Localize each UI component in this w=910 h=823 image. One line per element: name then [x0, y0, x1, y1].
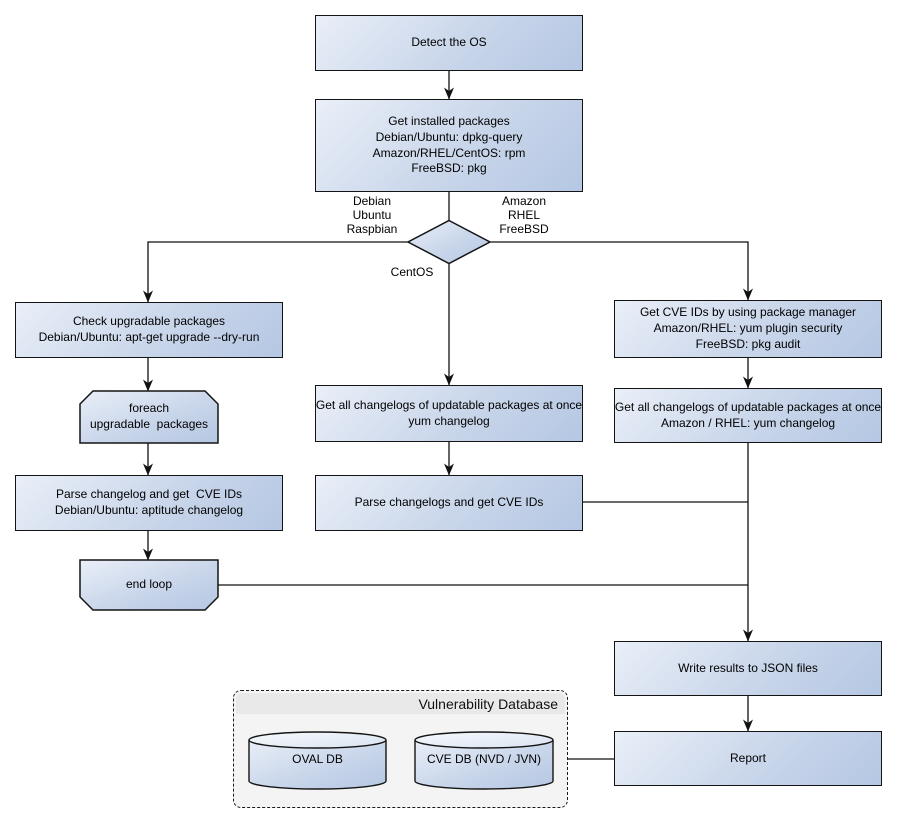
- node-write-results-json: Write results to JSON files: [614, 641, 882, 696]
- node-parse-changelog-left: Parse changelog and get CVE IDs Debian/U…: [15, 475, 283, 531]
- node-report-label: Report: [729, 750, 767, 765]
- node-detect-os-label: Detect the OS: [411, 35, 487, 50]
- os-decision-diamond: [406, 219, 492, 265]
- foreach-loop-shape: [79, 390, 219, 444]
- node-write-results-json-label: Write results to JSON files: [678, 660, 818, 675]
- node-parse-changelogs-center-label: Parse changelogs and get CVE IDs: [354, 495, 544, 510]
- node-get-installed-packages-label: Get installed packages Debian/Ubuntu: dp…: [372, 113, 526, 176]
- edge-decision-to-getcve: [490, 241, 753, 301]
- node-get-cve-ids-right: Get CVE IDs by using package manager Ama…: [614, 300, 882, 358]
- node-get-cve-ids-right-label: Get CVE IDs by using package manager Ama…: [639, 305, 857, 351]
- node-report: Report: [614, 731, 882, 786]
- end-loop-shape: [79, 559, 219, 611]
- oval-db-cylinder: [248, 731, 387, 790]
- node-get-changelogs-centos-label: Get all changelogs of updatable packages…: [315, 397, 583, 428]
- node-get-installed-packages: Get installed packages Debian/Ubuntu: dp…: [315, 99, 583, 192]
- node-check-upgradable-packages-label: Check upgradable packages Debian/Ubuntu:…: [38, 314, 260, 344]
- cve-db-cylinder: [414, 731, 554, 790]
- vulnerability-database-header: Vulnerability Database: [236, 693, 565, 714]
- node-parse-changelogs-center: Parse changelogs and get CVE IDs: [315, 475, 583, 531]
- node-check-upgradable-packages: Check upgradable packages Debian/Ubuntu:…: [15, 302, 283, 358]
- cve-db-label: CVE DB (NVD / JVN): [426, 752, 541, 767]
- foreach-loop-label: foreach upgradable packages: [89, 401, 209, 431]
- node-get-changelogs-right-label: Get all changelogs of updatable packages…: [614, 399, 882, 430]
- vulnerability-database-title: Vulnerability Database: [418, 695, 558, 712]
- end-loop-label: end loop: [125, 577, 173, 592]
- oval-db-label: OVAL DB: [292, 752, 343, 767]
- edge-decision-to-checkupgradable: [143, 241, 408, 303]
- node-parse-changelog-left-label: Parse changelog and get CVE IDs Debian/U…: [54, 487, 244, 517]
- branch-label-centos: CentOS: [390, 264, 434, 279]
- node-get-changelogs-centos: Get all changelogs of updatable packages…: [315, 385, 583, 442]
- branch-label-debian: Debian Ubuntu Raspbian: [346, 193, 398, 237]
- branch-label-amazon: Amazon RHEL FreeBSD: [499, 193, 549, 237]
- node-detect-os: Detect the OS: [315, 15, 583, 71]
- node-get-changelogs-right: Get all changelogs of updatable packages…: [614, 388, 882, 443]
